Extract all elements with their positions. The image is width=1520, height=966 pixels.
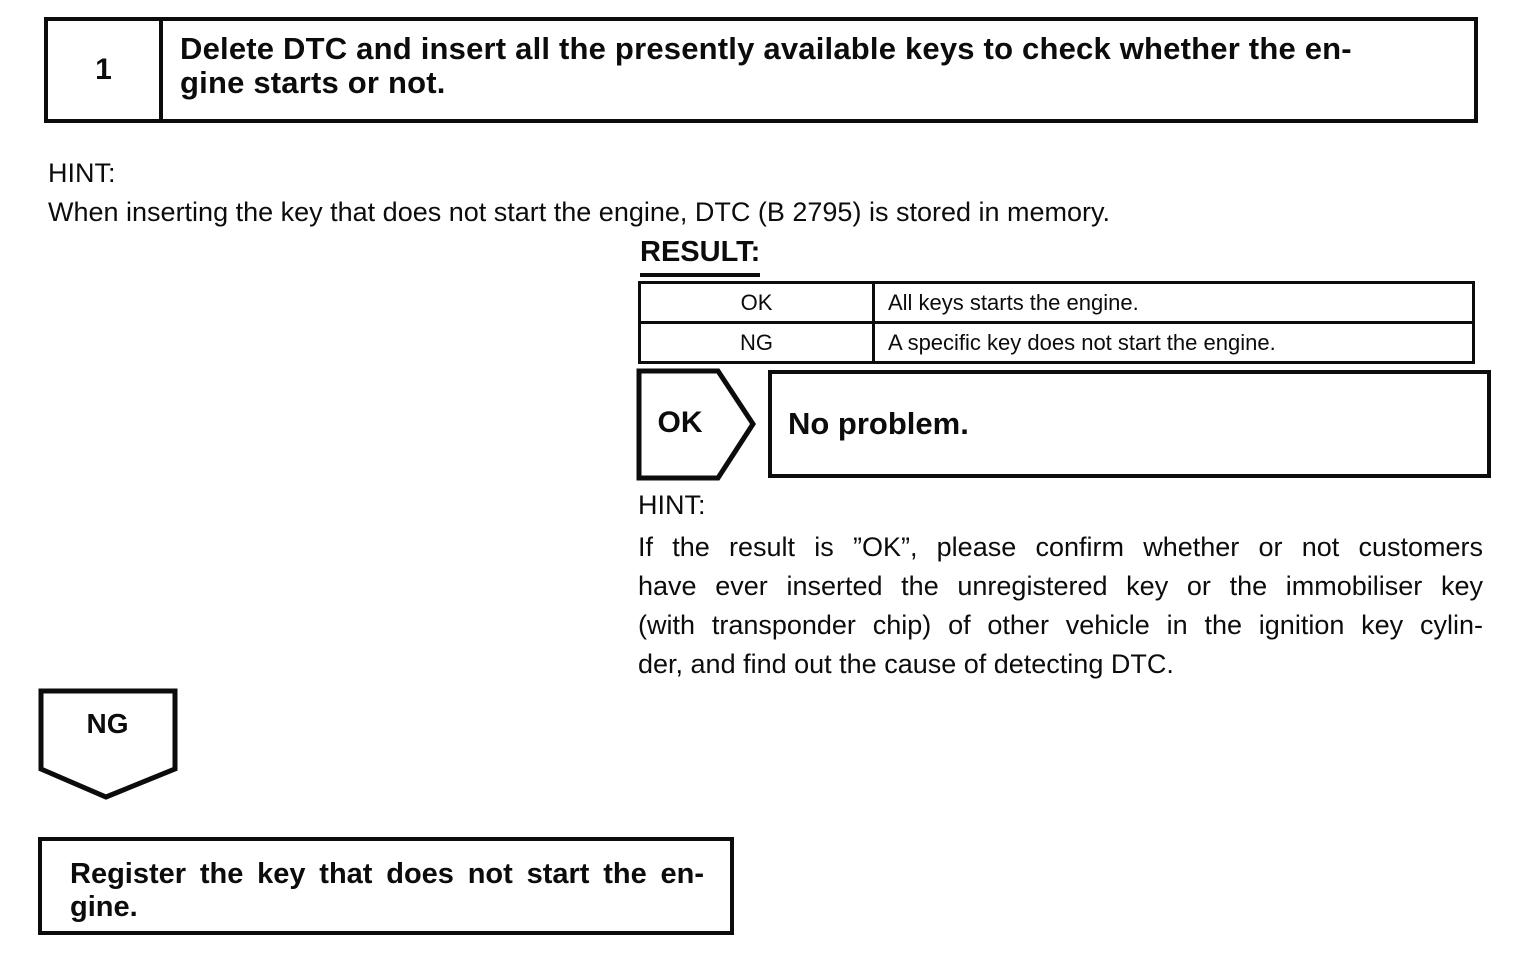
step-instruction-line-2: gine starts or not. xyxy=(180,65,446,100)
hint-paragraph-line-3: (with transponder chip) of other vehicle… xyxy=(638,610,1483,640)
step-number: 1 xyxy=(48,21,163,119)
step-instruction-line-1: Delete DTC and insert all the presently … xyxy=(180,31,1352,66)
hint-text: When inserting the key that does not sta… xyxy=(48,197,1111,227)
table-row: NG A specific key does not start the eng… xyxy=(638,321,1475,364)
result-label: RESULT: xyxy=(640,236,761,277)
table-row: OK All keys starts the engine. xyxy=(638,281,1475,324)
register-key-box: Register the key that does not start the… xyxy=(38,837,734,935)
hint-label: HINT: xyxy=(48,158,116,188)
result-description-cell: All keys starts the engine. xyxy=(872,281,1475,324)
hint-paragraph-line-1: If the result is ”OK”, please confirm wh… xyxy=(638,532,1483,562)
step-instruction: Delete DTC and insert all the presently … xyxy=(163,21,1474,119)
no-problem-text: No problem. xyxy=(788,406,969,441)
hint-paragraph-line-4: der, and find out the cause of detecting… xyxy=(638,649,1174,679)
hint-paragraph: If the result is ”OK”, please confirm wh… xyxy=(638,528,1483,684)
ng-pentagon-icon xyxy=(38,688,178,800)
no-problem-box: No problem. xyxy=(768,370,1491,478)
ok-connector-label: OK xyxy=(657,406,703,439)
result-code-cell: OK xyxy=(638,281,875,324)
procedure-step-box: 1 Delete DTC and insert all the presentl… xyxy=(44,17,1478,123)
hint-paragraph-line-2: have ever inserted the unregistered key … xyxy=(638,571,1483,601)
result-table: OK All keys starts the engine. NG A spec… xyxy=(638,281,1475,364)
ng-connector: NG xyxy=(38,688,179,801)
hint-label: HINT: xyxy=(638,490,706,520)
ok-pentagon-icon xyxy=(636,368,756,481)
ok-connector: OK xyxy=(636,368,758,481)
result-code-cell: NG xyxy=(638,321,875,364)
result-description-cell: A specific key does not start the engine… xyxy=(872,321,1475,364)
register-key-line-1: Register the key that does not start the… xyxy=(70,858,704,890)
register-key-line-2: gine. xyxy=(70,891,138,923)
ng-connector-label: NG xyxy=(86,708,129,739)
